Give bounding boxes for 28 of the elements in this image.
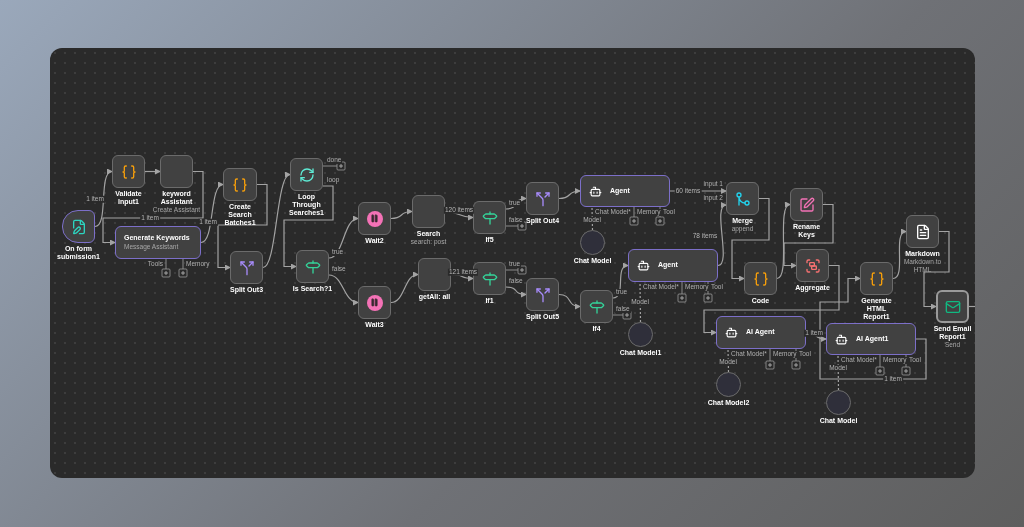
connector <box>390 272 419 304</box>
connector <box>94 170 113 228</box>
connector <box>703 264 840 336</box>
connector <box>390 208 413 220</box>
dashed-connector <box>591 206 594 231</box>
connector <box>102 170 204 246</box>
connector <box>328 274 359 305</box>
connector <box>283 185 334 270</box>
connector <box>217 183 268 271</box>
connector <box>819 275 927 380</box>
connector <box>558 293 581 310</box>
connector <box>612 263 629 299</box>
connector <box>776 203 791 280</box>
connector <box>731 197 770 282</box>
dashed-connector <box>837 354 840 391</box>
connector <box>144 168 161 175</box>
connector <box>328 216 359 259</box>
connector <box>717 204 727 267</box>
connector <box>200 183 224 244</box>
connector <box>968 305 976 308</box>
dashed-connector <box>639 281 642 323</box>
connector <box>923 230 950 310</box>
connector <box>558 188 581 200</box>
connector <box>505 286 527 298</box>
connector <box>262 173 291 269</box>
dashed-connector <box>727 348 730 373</box>
connector <box>892 230 907 280</box>
connector <box>783 203 834 269</box>
